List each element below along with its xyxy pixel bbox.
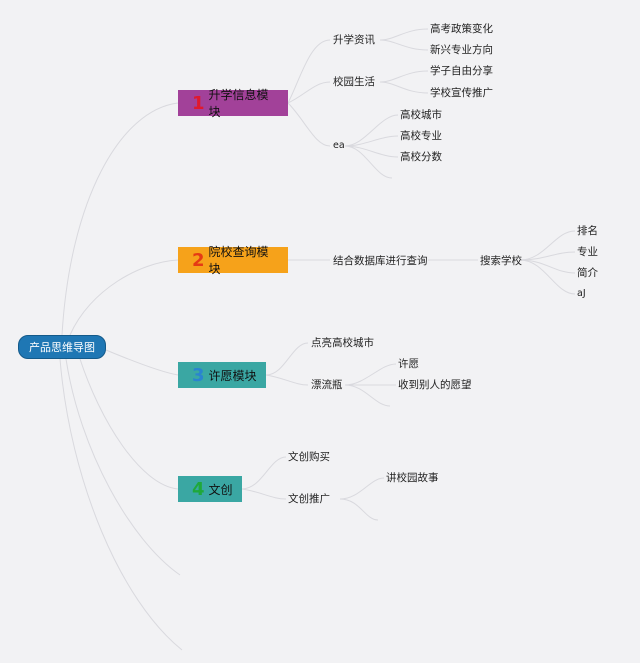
m4-promote-leaf-1[interactable]: 讲校园故事	[386, 472, 439, 484]
m1-news-leaf-1[interactable]: 高考政策变化	[430, 23, 493, 35]
m2-search-leaf-3[interactable]: 简介	[577, 267, 598, 279]
edge-root-m3	[105, 349, 179, 376]
module-4-number: 4	[192, 478, 205, 500]
module-4-node[interactable]: 4 文创	[178, 476, 242, 502]
m3-bottle-leaf-1[interactable]: 许愿	[398, 358, 419, 370]
module-3-number: 3	[192, 364, 205, 386]
m4-branch-buy[interactable]: 文创购买	[288, 451, 330, 463]
m1-ea-leaf-1[interactable]: 高校城市	[400, 109, 442, 121]
root-label: 产品思维导图	[29, 341, 95, 354]
m4-branch-promote[interactable]: 文创推广	[288, 493, 330, 505]
m3-branch-light-city[interactable]: 点亮高校城市	[311, 337, 374, 349]
m1-branch-campus[interactable]: 校园生活	[333, 76, 375, 88]
m1-branch-news[interactable]: 升学资讯	[333, 34, 375, 46]
m1-ea-leaf-3[interactable]: 高校分数	[400, 151, 442, 163]
module-3-label: 许愿模块	[208, 368, 257, 383]
module-3-node[interactable]: 3 许愿模块	[178, 362, 266, 388]
module-2-label: 院校查询模块	[208, 245, 269, 276]
m2-search-leaf-2[interactable]: 专业	[577, 246, 598, 258]
m2-branch-query[interactable]: 结合数据库进行查询	[333, 255, 428, 267]
module-1-number: 1	[192, 92, 205, 114]
m3-branch-bottle[interactable]: 漂流瓶	[311, 379, 343, 391]
edge-root-extra-1	[65, 358, 181, 576]
m3-bottle-leaf-2[interactable]: 收到别人的愿望	[398, 379, 472, 391]
module-1-label: 升学信息模块	[208, 88, 269, 119]
root-node[interactable]: 产品思维导图	[18, 335, 106, 359]
m1-news-leaf-2[interactable]: 新兴专业方向	[430, 44, 493, 56]
edge-root-m4	[79, 358, 179, 490]
edge-root-extra-2	[59, 358, 183, 651]
m1-campus-leaf-2[interactable]: 学校宣传推广	[430, 87, 493, 99]
m2-search-leaf-1[interactable]: 排名	[577, 225, 598, 237]
edge-root-m2	[69, 259, 179, 336]
module-4-label: 文创	[208, 482, 233, 497]
module-2-number: 2	[192, 249, 205, 271]
module-2-node[interactable]: 2 院校查询模块	[178, 245, 288, 276]
m1-branch-ea[interactable]: ea	[333, 140, 345, 151]
m1-campus-leaf-1[interactable]: 学子自由分享	[430, 65, 493, 77]
m2-branch-search[interactable]: 搜索学校	[480, 255, 522, 267]
m2-search-leaf-4[interactable]: aJ	[577, 288, 586, 299]
m1-ea-leaf-2[interactable]: 高校专业	[400, 130, 442, 142]
module-1-node[interactable]: 1 升学信息模块	[178, 88, 288, 119]
edge-root-m1	[61, 102, 179, 336]
